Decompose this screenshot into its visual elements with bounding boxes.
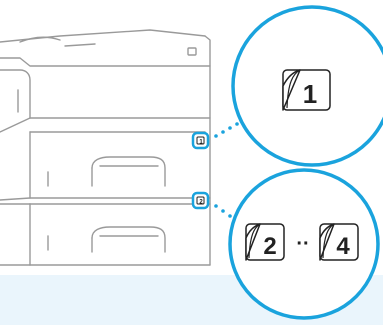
paper-sheet-icon <box>245 223 285 261</box>
callout-bottom: 2 ·· 4 <box>228 168 380 320</box>
paper-sheet-icon <box>319 223 359 261</box>
lower-drawer-badge: 2 <box>191 191 210 210</box>
printer-body <box>0 29 211 266</box>
callout-bottom-last-number: 4 <box>336 233 350 260</box>
upper-drawer-badge: 1 <box>191 131 210 150</box>
callout-top-number: 1 <box>303 79 317 109</box>
leader-dots <box>214 122 239 223</box>
lower-drawer-badge-number: 2 <box>199 200 203 206</box>
upper-drawer-badge-number: 1 <box>199 140 203 146</box>
paper-sheet-icon <box>282 69 331 111</box>
callout-bottom-first-number: 2 <box>263 233 276 260</box>
callout-bottom-separator: ·· <box>296 233 309 255</box>
callout-top: 1 <box>231 5 383 167</box>
